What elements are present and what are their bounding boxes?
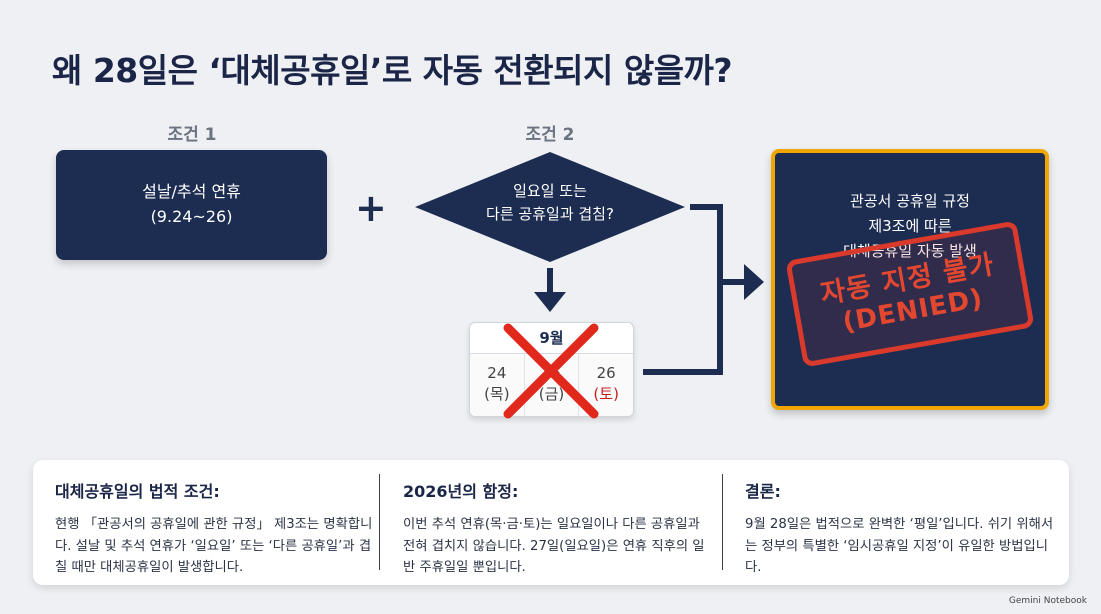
calendar-days: 24 (목) 25 (금) 26 (토) — [470, 354, 633, 416]
info-col-trap: 2026년의 함정: 이번 추석 연휴(목·금·토)는 일요일이나 다른 공휴일… — [403, 478, 705, 579]
info-divider — [722, 474, 723, 570]
info-body: 이번 추석 연휴(목·금·토)는 일요일이나 다른 공휴일과 전혀 겹치지 않습… — [403, 517, 705, 576]
condition1-line2: (9.24~26) — [150, 207, 233, 226]
result-line1: 관공서 공휴일 규정 — [850, 192, 970, 210]
info-body: 9월 28일은 법적으로 완벽한 ‘평일’입니다. 쉬기 위해서는 정부의 특별… — [745, 517, 1054, 576]
plus-sign: + — [355, 186, 387, 230]
info-divider — [379, 474, 380, 570]
right-arrow-head — [744, 264, 764, 300]
info-col-conclusion: 결론: 9월 28일은 법적으로 완벽한 ‘평일’입니다. 쉬기 위해서는 정부… — [745, 478, 1055, 579]
calendar-weekday: (토) — [593, 385, 619, 403]
result-line3: 대체공휴일 자동 발생 — [843, 241, 977, 260]
result-text: 관공서 공휴일 규정 제3조에 따른 대체공휴일 자동 발생 — [775, 189, 1045, 263]
info-panel: 대체공휴일의 법적 조건: 현행 「관공서의 공휴일에 관한 규정」 제3조는 … — [33, 460, 1069, 585]
calendar-date: 24 — [487, 364, 507, 382]
calendar-weekday: (금) — [538, 385, 565, 403]
info-heading: 대체공휴일의 법적 조건: — [55, 482, 220, 501]
lower-bracket — [643, 282, 723, 375]
info-col-legal: 대체공휴일의 법적 조건: 현행 「관공서의 공휴일에 관한 규정」 제3조는 … — [55, 478, 375, 579]
calendar-date: 25 — [541, 364, 562, 382]
condition2-line1: 일요일 또는 — [513, 182, 587, 200]
condition2-label: 조건 2 — [525, 125, 575, 145]
condition1-box: 설날/추석 연휴 (9.24~26) — [56, 150, 327, 260]
calendar-date: 26 — [596, 364, 616, 382]
result-line2: 제3조에 따른 — [868, 216, 952, 235]
calendar-day-26: 26 (토) — [579, 354, 633, 416]
down-arrow-head — [534, 292, 566, 312]
footer-logo: Gemini Notebook — [1008, 596, 1087, 606]
condition1-label: 조건 1 — [167, 125, 217, 145]
info-heading: 결론: — [745, 482, 781, 501]
page-title: 왜 28일은 ‘대체공휴일’로 자동 전환되지 않을까? — [52, 51, 733, 90]
calendar-day-25: 25 (금) — [524, 354, 580, 416]
condition1-line1: 설날/추석 연휴 — [142, 182, 241, 202]
calendar-month: 9월 — [470, 323, 633, 354]
info-heading: 2026년의 함정: — [403, 482, 519, 501]
calendar-weekday: (목) — [484, 385, 510, 403]
condition2-text: 일요일 또는 다른 공휴일과 겹침? — [440, 180, 660, 227]
calendar-day-24: 24 (목) — [470, 354, 525, 416]
result-box: 관공서 공휴일 규정 제3조에 따른 대체공휴일 자동 발생 — [771, 149, 1049, 410]
upper-bracket — [690, 204, 723, 282]
condition2-line2: 다른 공휴일과 겹침? — [486, 205, 614, 224]
condition2-diamond — [415, 152, 685, 262]
info-body: 현행 「관공서의 공휴일에 관한 규정」 제3조는 명확합니다. 설날 및 추석… — [55, 517, 373, 576]
calendar-card: 9월 24 (목) 25 (금) 26 (토) — [469, 322, 634, 417]
